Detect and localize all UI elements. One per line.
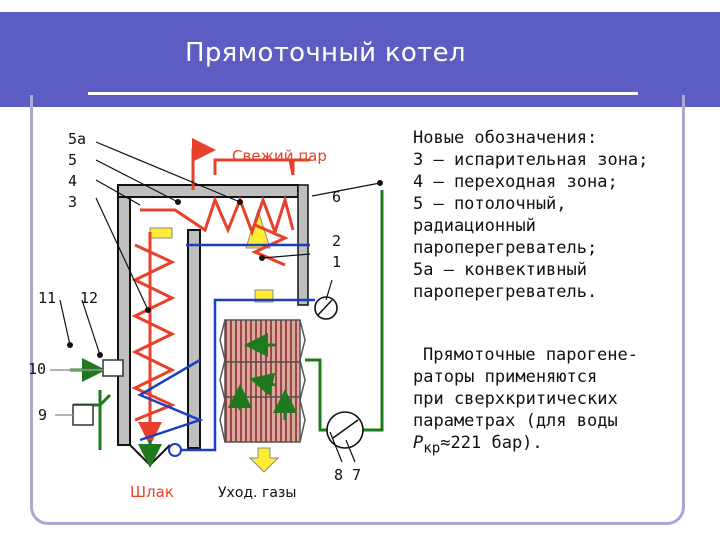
note-line: Прямоточные парогене- [423, 345, 638, 365]
legend-heading: Новые обозначения: [413, 128, 598, 148]
label-1: 1 [332, 253, 341, 271]
legend-line: радиационный [413, 216, 536, 236]
legend-line: пароперегреватель; [413, 238, 598, 258]
label-3: 3 [68, 193, 77, 211]
note: Прямоточные парогене- раторы применяются… [413, 344, 683, 459]
burners [50, 359, 124, 426]
label-12: 12 [80, 289, 98, 307]
water-lines [137, 243, 315, 452]
pumps [168, 296, 364, 457]
label-4: 4 [68, 172, 77, 190]
slag-label: Шлак [130, 483, 174, 501]
note-line: параметрах (для воды [413, 411, 618, 431]
title-banner [0, 12, 720, 107]
flue-gas-label: Уход. газы [218, 485, 296, 501]
feedwater-lines [70, 190, 384, 468]
note-line: раторы применяются [413, 367, 598, 387]
label-10: 10 [28, 360, 46, 378]
legend-line: 5а – конвективный [413, 260, 587, 280]
label-5: 5 [68, 151, 77, 169]
note-formula-line: Pкр≈221 бар). [413, 432, 683, 459]
pressure-subscript: кр [423, 440, 441, 457]
legend: Новые обозначения: 3 – испарительная зон… [413, 127, 683, 303]
label-6: 6 [332, 188, 341, 206]
legend-line: пароперегреватель. [413, 282, 598, 302]
content-frame [30, 95, 685, 525]
fresh-steam-label: Свежий пар [232, 147, 327, 165]
label-9: 9 [38, 406, 47, 424]
label-5a: 5а [68, 130, 86, 148]
title-underline [88, 92, 638, 95]
label-2: 2 [332, 232, 341, 250]
note-line: при сверхкритических [413, 389, 618, 409]
legend-line: 4 – переходная зона; [413, 172, 618, 192]
label-8-7: 8 7 [334, 466, 361, 484]
leader-dots [67, 180, 383, 358]
legend-line: 3 – испарительная зона; [413, 150, 649, 170]
legend-line: 5 – потолочный, [413, 194, 567, 214]
pressure-value: ≈221 бар). [440, 433, 543, 453]
slide-title: Прямоточный котел [185, 38, 466, 68]
leader-lines [59, 141, 381, 463]
pressure-symbol: P [413, 433, 424, 453]
label-11: 11 [38, 289, 56, 307]
